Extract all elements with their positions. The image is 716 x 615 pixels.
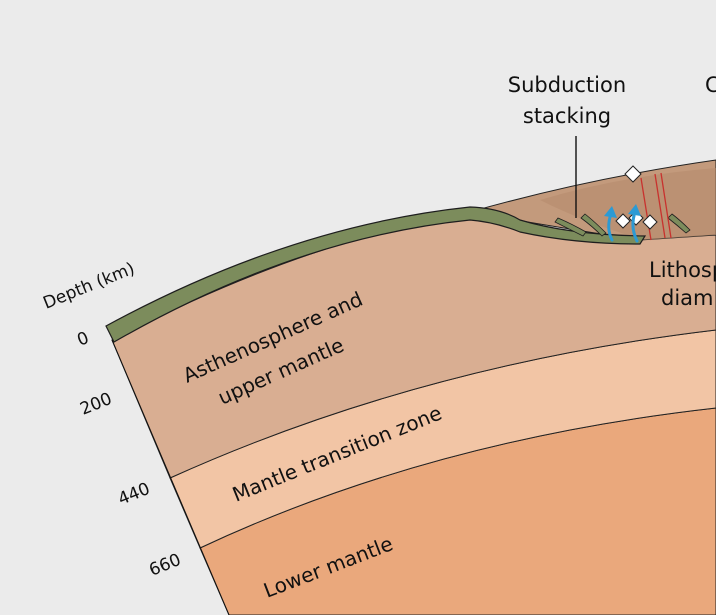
subduction-label-line2: stacking	[523, 104, 611, 128]
subduction-label-line1: Subduction	[508, 73, 626, 97]
lithospheric-diamonds-label-line2: diam	[661, 286, 714, 310]
lithospheric-diamonds-label-line1: Lithosp	[649, 258, 716, 282]
top-right-partial-label: C	[705, 73, 716, 97]
